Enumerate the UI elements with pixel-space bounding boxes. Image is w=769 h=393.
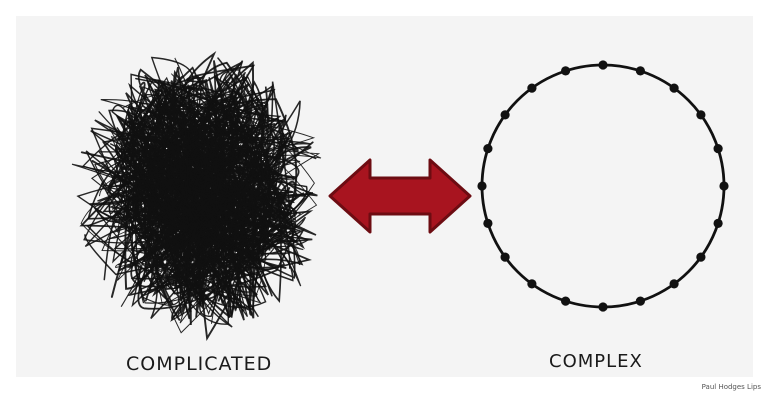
complex-label: COMPLEX [549, 351, 643, 372]
scribble-stroke [97, 93, 277, 315]
complex-node [500, 252, 510, 262]
complex-node [696, 252, 706, 262]
complex-circle [480, 63, 726, 309]
complex-node [635, 296, 646, 306]
scribble-stroke [114, 66, 317, 302]
complex-node [483, 218, 493, 228]
complex-node [696, 110, 706, 120]
complicated-scribble [71, 51, 322, 342]
complex-node [598, 60, 608, 70]
complex-node [719, 181, 729, 191]
complex-node [527, 279, 537, 289]
complex-node [483, 144, 493, 154]
complex-node [561, 66, 571, 76]
complex-node [500, 110, 510, 120]
complex-node [561, 296, 571, 306]
complex-node [713, 218, 723, 228]
complicated-label: COMPLICATED [126, 353, 273, 375]
double-arrow-icon [328, 158, 472, 234]
scribble-stroke [109, 84, 310, 313]
complex-nodes [477, 60, 729, 312]
complex-node [713, 144, 723, 154]
complex-node [669, 83, 679, 93]
complex-node [635, 66, 646, 76]
credit-text: Paul Hodges Lips [701, 383, 761, 391]
complex-node [527, 83, 537, 93]
complex-node [598, 302, 608, 312]
complex-node [669, 279, 679, 289]
complex-node [477, 181, 487, 191]
